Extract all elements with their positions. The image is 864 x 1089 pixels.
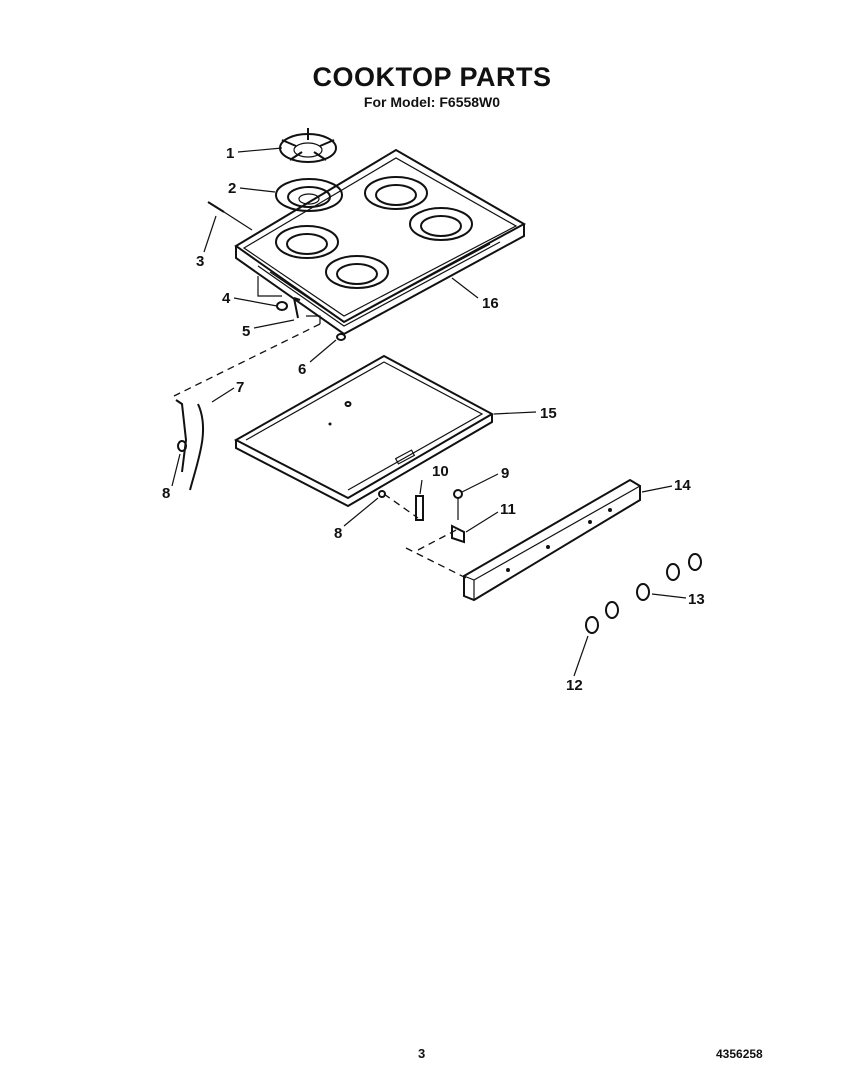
burner-box <box>233 354 495 508</box>
callout-15: 15 <box>540 405 557 422</box>
callout-11: 11 <box>500 501 516 518</box>
bracket-parts-9-11 <box>415 489 465 544</box>
cooktop-panel <box>234 148 527 336</box>
callout-7: 7 <box>236 379 244 396</box>
callout-4: 4 <box>222 290 231 307</box>
hardware-parts-4-6 <box>257 276 346 341</box>
control-panel-strip <box>463 478 641 602</box>
leader-lines <box>171 147 687 677</box>
callout-13: 13 <box>688 591 705 608</box>
ignition-lead <box>175 399 205 491</box>
burner-grate <box>279 128 337 163</box>
callout-8-left: 8 <box>162 485 170 502</box>
assembly-line <box>405 527 471 581</box>
callout-10: 10 <box>432 463 449 480</box>
assembly-line <box>383 493 419 519</box>
page-number: 3 <box>418 1046 426 1061</box>
callout-14: 14 <box>674 477 691 494</box>
callout-2: 2 <box>228 180 236 197</box>
callout-5: 5 <box>242 323 250 340</box>
callout-12: 12 <box>566 677 583 694</box>
callout-8-middle: 8 <box>334 525 342 542</box>
callout-6: 6 <box>298 361 306 378</box>
screw-part-3 <box>207 201 253 231</box>
page-title: COOKTOP PARTS <box>312 62 552 92</box>
model-subtitle: For Model: F6558W0 <box>363 94 501 110</box>
assembly-line <box>173 323 321 397</box>
document-number: 4356258 <box>716 1047 763 1061</box>
callout-1: 1 <box>226 145 234 162</box>
callout-9: 9 <box>501 465 509 482</box>
callout-16: 16 <box>482 295 499 312</box>
control-knobs <box>585 553 702 634</box>
callout-3: 3 <box>196 253 204 270</box>
burner-bowl <box>275 178 343 212</box>
